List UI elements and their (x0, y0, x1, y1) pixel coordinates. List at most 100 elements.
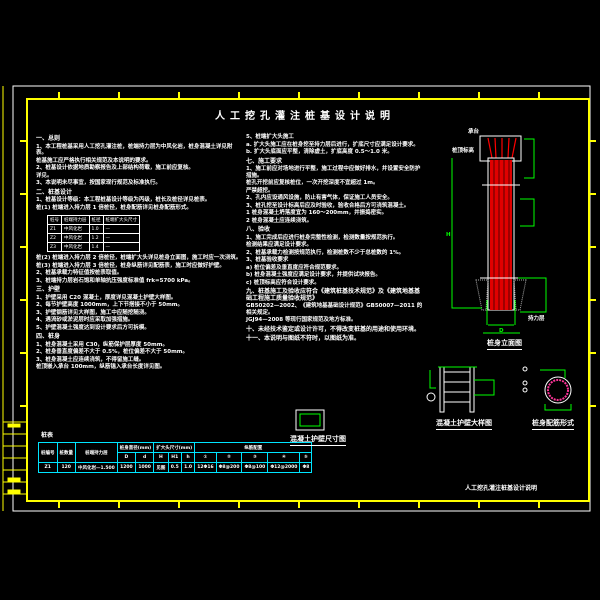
header-cell: 桩端扩大头尺寸 (102, 215, 140, 225)
note-line: 5、护壁混凝土强度达到设计要求后方可拆模。 (36, 324, 150, 331)
bearing-layer-label: 持力层 (528, 316, 545, 322)
cell: 中风化岩—1.500 (75, 462, 118, 473)
right-notes: 5、桩端扩大头施工 a. 扩大头施工应在桩身挖至持力层后进行，扩底尺寸应满足设计… (246, 134, 424, 344)
note-line: c) 桩顶标高应符合设计要求。 (246, 279, 320, 286)
h-dimension: H (446, 232, 451, 238)
note-line: 3、桩孔挖至设计标高后应及时验收，验收合格后方可浇筑混凝土。 (246, 202, 410, 209)
note-line: 三、护壁 (36, 286, 61, 293)
cell: — (102, 233, 140, 243)
cell: — (102, 224, 140, 234)
cell: 1.2 (88, 233, 104, 243)
note-line: 九、桩基施工及验收应符合《建筑桩基技术规范》及《建筑地基基础工程施工质量验收规范… (246, 288, 421, 302)
note-line: 3、桩身混凝土应连续浇筑，不得留施工缝。 (36, 356, 145, 363)
left-title-block (3, 421, 27, 495)
note-line: 八、验收 (246, 226, 271, 233)
note-line: 一、总则 (36, 135, 61, 142)
note-line: 2、桩基设计依据地质勘察报告及上部结构荷载，施工前应复核。 (36, 165, 194, 171)
note-line: 1、施工前应对场地进行平整，施工过程中应做好排水，并设置安全防护措施。 (246, 166, 421, 179)
cell: 1000 (134, 462, 155, 473)
note-line: 检测结果应满足设计要求。 (246, 242, 313, 248)
note-line: 1、施工完成后应进行桩身完整性检测，检测数量按规范执行。 (246, 234, 399, 241)
note-line: 十一、本说明与图纸不符时，以图纸为准。 (246, 335, 361, 342)
pile-elevation-drawing (451, 135, 547, 334)
cell: 中风化岩 (61, 224, 90, 234)
pile-elevation-caption: 桩身立面图 (487, 338, 522, 350)
note-line: b) 桩身混凝土强度应满足设计要求，并提供试块报告。 (246, 272, 381, 278)
note-line: 2、桩基承载力检测按规范执行，检测桩数不少于总桩数的 1%。 (246, 249, 405, 256)
header-cell: D (116, 452, 136, 463)
note-line: 4、遇流砂或淤泥层时应采取加强措施。 (36, 317, 134, 323)
header-cell: ⑤ (299, 452, 313, 463)
note-line: 桩孔开挖前应复核桩位，一次开挖深度不宜超过 1m。 (246, 180, 379, 186)
note-line: 桩(1) 桩端进入持力层 1 倍桩径，桩身配筋详见桩身配筋形式。 (36, 204, 192, 211)
note-line: 七、施工要求 (246, 157, 283, 165)
cell: 1.4 (88, 242, 104, 252)
header-cell: 桩号 (47, 215, 62, 225)
note-line: 1、桩基设计等级：本工程桩基设计等级为丙级，桩长及桩径详见桩表。 (36, 197, 211, 203)
retaining-wall-size-drawing (295, 409, 325, 431)
footer-title: 人工挖孔灌注桩基设计说明 (465, 485, 538, 492)
wall-detail-caption: 混凝土护壁大样图 (436, 418, 492, 430)
header-cell: 桩端持力层 (75, 442, 118, 463)
header-cell: ③ (241, 452, 269, 463)
cell: Φ8@100 (241, 462, 269, 473)
note-line: 3、桩端持力层岩石饱和单轴抗压强度标准值 frk=5700 kPa。 (36, 277, 194, 284)
header-cell: H1 (167, 452, 182, 463)
section-caption: 桩身配筋形式 (532, 418, 574, 430)
cell: Z3 (47, 242, 62, 252)
note-line: 1、护壁采用 C20 混凝土，厚度详见混凝土护壁大样图。 (36, 294, 177, 301)
note-line: JGJ94—2008 等现行国家规范及地方标准。 (246, 317, 357, 323)
header-cell: 桩数量 (56, 442, 76, 463)
cap-label: 承台 (468, 129, 480, 135)
note-line: 十、未经技术鉴定或设计许可，不得改变桩基的用途和使用环境。 (246, 325, 421, 333)
note-line: 1、桩身混凝土采用 C30，纵筋保护层厚度 50mm。 (36, 341, 168, 348)
d-dimension: D (499, 328, 504, 334)
header-cell: 桩身直径(mm) (116, 442, 155, 453)
note-line: 3、护壁钢筋详见大样图，施工中应随挖随浇。 (36, 309, 150, 316)
note-line: 二、桩基设计 (36, 188, 73, 196)
note-line: 桩顶嵌入承台 100mm，纵筋锚入承台长度详见图。 (36, 364, 166, 370)
page-title: 人工挖孔灌注桩基设计说明 (215, 111, 395, 122)
note-line: a. 扩大头施工应在桩身挖至持力层后进行，扩底尺寸应满足设计要求。 (246, 141, 419, 148)
wall-detail-drawing (426, 366, 495, 413)
cell: Z1 (47, 224, 62, 234)
note-line: 2、桩身垂直度偏差不大于 0.5%，桩位偏差不大于 50mm。 (36, 349, 189, 355)
cell: Z2 (47, 233, 62, 243)
border-ticks (20, 92, 596, 508)
note-line: b. 扩大头底面应平整，清除虚土，扩底高度 0.5～1.0 米。 (246, 149, 393, 155)
note-line: 1、本工程桩基采用人工挖孔灌注桩，桩端持力层为中风化岩，桩身混凝土详见附表。 (36, 143, 233, 157)
header-cell: ① (194, 452, 217, 463)
note-line: 5、桩端扩大头施工 (246, 134, 294, 140)
note-line: 桩(2) 桩端进入持力层 2 倍桩径，桩端扩大头详见桩身立面图，施工时应一次浇筑… (36, 255, 242, 261)
note-line: 3、本说明未尽事宜，按国家现行规范及标准执行。 (36, 180, 161, 186)
header-cell: ② (215, 452, 243, 463)
note-line: GB50202—2002、《建筑地基基础设计规范》GB50007—2011 的相… (246, 303, 423, 316)
retaining-wall-caption: 混凝土护壁尺寸图 (290, 434, 346, 446)
note-line: a) 桩位偏差及垂直度应符合规范要求。 (246, 264, 343, 271)
top-level-label: 桩顶标高 (452, 148, 475, 154)
cell: Φ8@200 (215, 462, 243, 473)
note-line: 四、桩身 (36, 333, 61, 340)
schedule-heading: 桩表 (41, 432, 54, 439)
cell: Φ12@2000 (267, 462, 301, 473)
note-line: 严禁超挖。 (246, 187, 274, 194)
note-line: 2、桩基承载力特征值按桩表取值。 (36, 270, 123, 276)
cell: 1200 (116, 462, 136, 473)
note-line: 详见。 (36, 172, 53, 179)
note-line: 3、桩基验收要求 (246, 257, 289, 263)
cell: 中风化岩 (61, 233, 90, 243)
header-cell: ④ (267, 452, 301, 463)
cell: 120 (56, 462, 76, 473)
cell: 1.0 (88, 224, 104, 234)
cell: Φ8 (299, 462, 313, 473)
header-cell: 扩大头尺寸(mm) (153, 442, 196, 453)
header-cell: h (180, 452, 196, 463)
note-line: 2、孔内应设通风设施，防止有害气体，保证施工人员安全。 (246, 195, 393, 201)
note-line: 桩基施工应严格执行相关规范及本说明的要求。 (36, 157, 152, 164)
header-cell: d (134, 452, 155, 463)
